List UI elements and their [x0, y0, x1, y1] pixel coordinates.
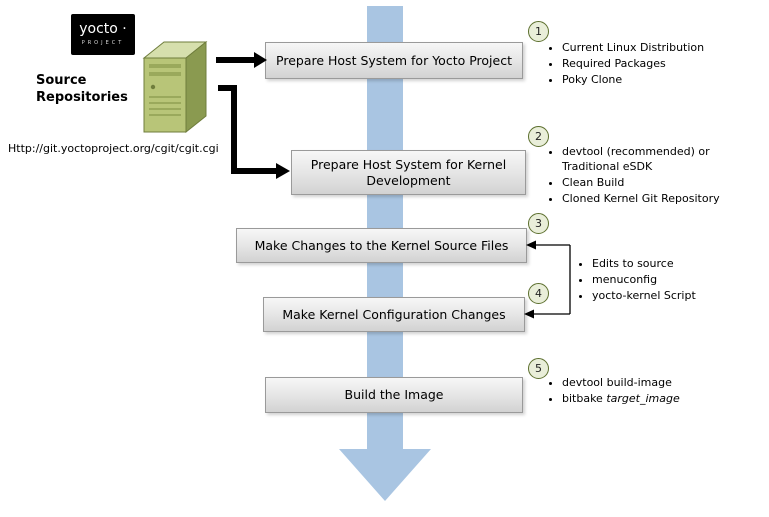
- step-box-label: Prepare Host System for Kernel Developme…: [310, 156, 507, 188]
- server-icon: [134, 34, 218, 142]
- step-number-badge: 5: [528, 358, 549, 379]
- bullet-item: yocto-kernel Script: [592, 288, 762, 303]
- bullet-item: Required Packages: [562, 56, 769, 71]
- yocto-logo-subtitle: PROJECT: [81, 40, 125, 46]
- step-number-badge: 1: [528, 21, 549, 42]
- bullet-item: Cloned Kernel Git Repository: [562, 191, 742, 206]
- yocto-logo-wordmark: yocto ·: [79, 21, 127, 37]
- step-box-label: Make Kernel Configuration Changes: [282, 306, 506, 322]
- step-box-kernel-config-changes: Make Kernel Configuration Changes: [263, 297, 525, 332]
- arrow-server-to-step1: [216, 52, 267, 68]
- bullet-item: Edits to source: [592, 256, 762, 271]
- step-box-label: Prepare Host System for Yocto Project: [276, 52, 512, 68]
- source-repositories-url: Http://git.yoctoproject.org/cgit/cgit.cg…: [8, 142, 219, 155]
- step-number-badge: 2: [528, 126, 549, 147]
- step-box-prepare-host-yocto: Prepare Host System for Yocto Project: [265, 42, 523, 79]
- step-box-make-source-changes: Make Changes to the Kernel Source Files: [236, 228, 527, 263]
- step2-bullet-list: devtool (recommended) or Traditional eSD…: [548, 144, 742, 207]
- step-box-label: Make Changes to the Kernel Source Files: [254, 237, 509, 253]
- bullet-item: devtool build-image: [562, 375, 767, 390]
- bullet-item: Poky Clone: [562, 72, 769, 87]
- source-repositories-label: Source Repositories: [36, 73, 128, 105]
- step-box-prepare-host-kernel: Prepare Host System for Kernel Developme…: [291, 150, 526, 195]
- step-number-badge: 3: [528, 213, 549, 234]
- step5-bullet-list: devtool build-image bitbake target_image: [548, 375, 767, 407]
- bullet-item: Current Linux Distribution: [562, 40, 769, 55]
- bullet-item: Clean Build: [562, 175, 742, 190]
- bullet-item: devtool (recommended) or Traditional eSD…: [562, 144, 742, 174]
- italic-term: target_image: [606, 392, 680, 405]
- bullet-item: menuconfig: [592, 272, 762, 287]
- steps3-4-shared-bullet-list: Edits to source menuconfig yocto-kernel …: [578, 256, 762, 304]
- bullet-item: bitbake target_image: [562, 391, 767, 406]
- step1-bullet-list: Current Linux Distribution Required Pack…: [548, 40, 769, 88]
- yocto-logo: yocto · PROJECT: [71, 14, 135, 55]
- step-box-label: Build the Image: [344, 387, 444, 402]
- step-number-badge: 4: [528, 283, 549, 304]
- step-box-build-image: Build the Image: [265, 377, 523, 413]
- bracket-shared-bullets-steps3-4: [524, 240, 571, 319]
- arrow-server-to-step2: [218, 85, 290, 179]
